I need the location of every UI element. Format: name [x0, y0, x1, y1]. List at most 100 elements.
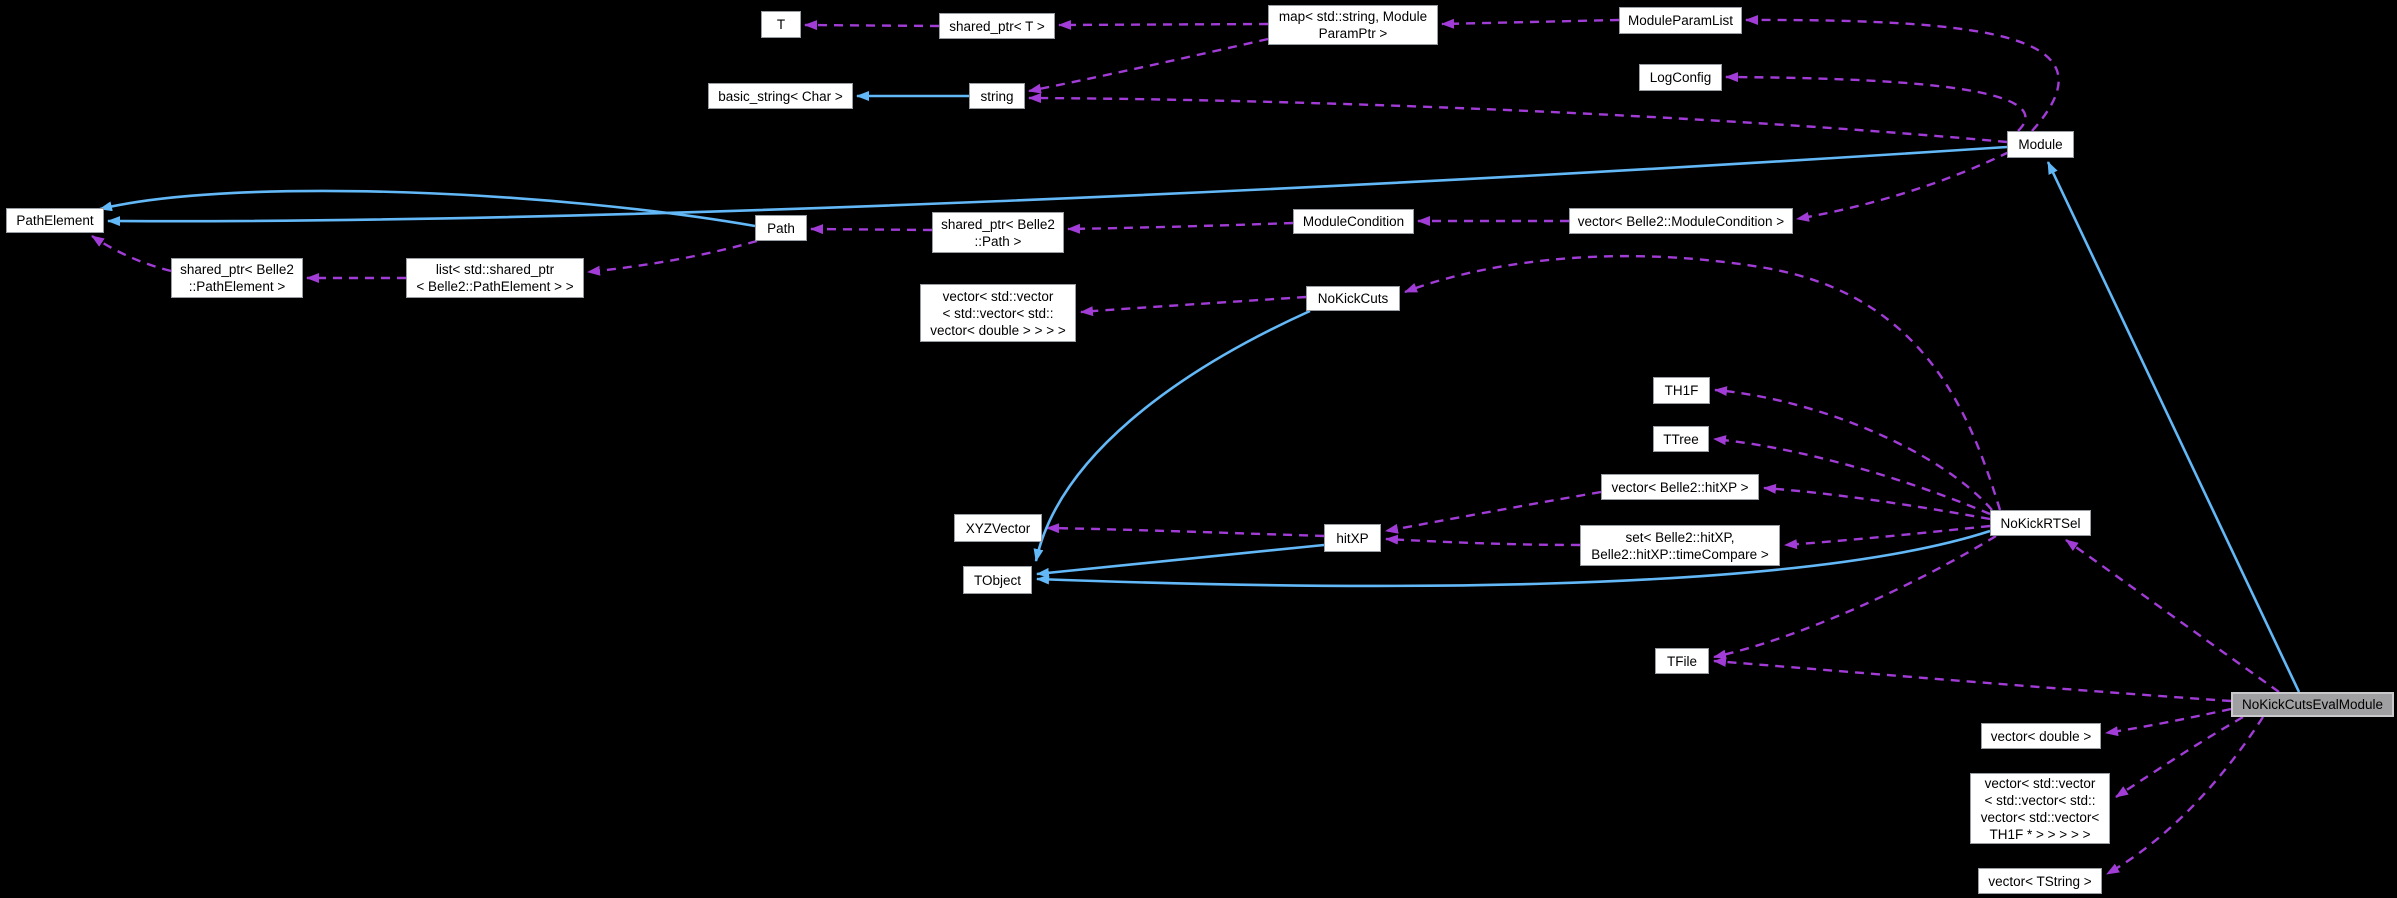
node-label: Path	[767, 220, 795, 236]
node-tobject[interactable]: TObject	[963, 566, 1032, 594]
node-t[interactable]: T	[761, 11, 801, 38]
node-label: NoKickCutsEvalModule	[2241, 697, 2384, 712]
node-label: TFile	[1667, 653, 1697, 669]
node-label: Module	[2018, 137, 2063, 152]
edge-eval-to-module	[2046, 161, 2301, 693]
node-vhitxp[interactable]: vector< Belle2::hitXP >	[1601, 474, 1759, 500]
node-ttree[interactable]: TTree	[1653, 426, 1709, 452]
node-label: vector< Belle2::ModuleCondition >	[1577, 213, 1785, 229]
node-label: shared_ptr< Belle2	[180, 262, 294, 277]
edge-hitxp-to-tobject	[1036, 543, 1325, 578]
node-label: TH1F * > > > > >	[1989, 826, 2091, 842]
edge-module-to-string	[1028, 93, 2008, 144]
node-eval: NoKickCutsEvalModule	[2231, 692, 2394, 717]
edge-eval-to-rtsel	[2065, 539, 2280, 693]
node-sptr_path[interactable]: shared_ptr< Belle2::Path >	[932, 212, 1064, 253]
node-label: hitXP	[1336, 530, 1369, 546]
node-label: string	[980, 88, 1014, 104]
node-label: ModuleParamList	[1627, 13, 1734, 28]
node-rtsel[interactable]: NoKickRTSel	[1990, 510, 2091, 536]
edge-eval-to-vth1f	[2115, 715, 2244, 799]
node-label: Belle2::hitXP::timeCompare >	[1591, 546, 1769, 562]
node-label: set< Belle2::hitXP,	[1625, 529, 1735, 545]
edge-sptr_pe-to-pathelement	[91, 235, 172, 273]
edge-hitxp-to-xyz	[1046, 523, 1325, 538]
edge-vhitxp-to-hitxp	[1385, 490, 1602, 534]
node-set_hitxp[interactable]: set< Belle2::hitXP,Belle2::hitXP::timeCo…	[1580, 525, 1780, 566]
edge-eval-to-tfile	[1713, 656, 2232, 703]
edge-rtsel-to-ttree	[1713, 435, 1991, 516]
node-label: < std::vector< std::	[942, 305, 1054, 321]
node-label: T	[776, 17, 786, 32]
node-label: TTree	[1663, 431, 1699, 447]
edge-sptr_path-to-path	[810, 224, 933, 235]
node-path[interactable]: Path	[755, 215, 807, 241]
node-label: LogConfig	[1649, 70, 1712, 85]
edge-rtsel-to-vhitxp	[1763, 483, 1991, 521]
node-label: vector< std::vector<	[1980, 809, 2100, 825]
node-label: shared_ptr< Belle2	[941, 216, 1055, 232]
node-label: ::Path >	[974, 233, 1022, 249]
node-label: NoKickRTSel	[2000, 515, 2081, 531]
node-label: list< std::shared_ptr	[435, 262, 555, 277]
edge-module-to-logconfig	[1725, 72, 2027, 132]
node-label: vector< TString >	[1988, 873, 2092, 889]
edge-rtsel-to-th1f	[1714, 386, 1993, 511]
edge-module-to-pathelement	[107, 145, 2008, 227]
node-sptr_t[interactable]: shared_ptr< T >	[939, 13, 1055, 39]
node-vmc[interactable]: vector< Belle2::ModuleCondition >	[1569, 208, 1793, 234]
node-module[interactable]: Module	[2007, 131, 2074, 158]
edge-rtsel-to-nkc	[1404, 254, 2002, 511]
node-sptr_pe[interactable]: shared_ptr< Belle2::PathElement >	[171, 258, 303, 298]
node-mpl[interactable]: ModuleParamList	[1619, 7, 1742, 34]
edge-rtsel-to-tfile	[1713, 534, 1997, 660]
node-label: ParamPtr >	[1318, 26, 1388, 41]
node-label: NoKickCuts	[1317, 291, 1389, 306]
node-label: < std::vector< std::	[1984, 792, 2096, 808]
edge-path-to-list_pe	[587, 239, 758, 276]
node-label: TObject	[973, 572, 1022, 588]
node-label: < Belle2::PathElement > >	[416, 279, 574, 294]
node-label: XYZVector	[965, 520, 1031, 536]
node-string[interactable]: string	[969, 83, 1025, 109]
edge-mc-to-sptr_path	[1067, 221, 1294, 234]
node-label: PathElement	[16, 213, 94, 228]
node-list_pe[interactable]: list< std::shared_ptr< Belle2::PathEleme…	[406, 258, 584, 298]
node-label: map< std::string, Module	[1278, 9, 1428, 24]
edge-sptr_t-to-t	[804, 20, 940, 31]
node-hitxp[interactable]: hitXP	[1324, 524, 1381, 552]
node-vtstring[interactable]: vector< TString >	[1978, 868, 2102, 894]
edge-module-to-mpl	[1745, 14, 2060, 132]
edge-eval-to-vdouble	[2105, 707, 2232, 737]
edge-map-to-sptr_t	[1058, 19, 1269, 30]
node-label: vector< std::vector	[1984, 775, 2096, 791]
edge-mpl-to-map	[1441, 18, 1620, 29]
node-pathelement[interactable]: PathElement	[6, 208, 104, 233]
edge-module-to-vmc	[1796, 150, 2010, 222]
node-label: vector< std::vector	[942, 288, 1054, 304]
node-label: vector< double >	[1990, 728, 2092, 744]
edge-nkc-to-vvd	[1080, 295, 1307, 317]
node-mc[interactable]: ModuleCondition	[1293, 209, 1414, 234]
node-label: ::PathElement >	[188, 279, 286, 294]
node-label: vector< double > > > >	[930, 322, 1066, 338]
edge-eval-to-vtstring	[2106, 716, 2265, 876]
node-label: basic_string< Char >	[718, 88, 843, 104]
node-nkc[interactable]: NoKickCuts	[1306, 286, 1400, 311]
node-label: shared_ptr< T >	[949, 18, 1045, 34]
node-vdouble[interactable]: vector< double >	[1981, 723, 2101, 749]
node-tfile[interactable]: TFile	[1655, 648, 1709, 674]
node-th1f[interactable]: TH1F	[1653, 377, 1710, 404]
node-xyz[interactable]: XYZVector	[954, 514, 1042, 542]
node-label: vector< Belle2::hitXP >	[1611, 479, 1749, 495]
node-vvd[interactable]: vector< std::vector< std::vector< std::v…	[920, 284, 1076, 342]
node-label: TH1F	[1664, 383, 1699, 398]
edge-map-to-string	[1028, 37, 1269, 94]
node-vth1f[interactable]: vector< std::vector< std::vector< std::v…	[1970, 773, 2110, 844]
node-logconfig[interactable]: LogConfig	[1639, 64, 1722, 91]
node-basic_string[interactable]: basic_string< Char >	[708, 83, 853, 109]
edge-rtsel-to-tobject	[1036, 529, 1991, 588]
